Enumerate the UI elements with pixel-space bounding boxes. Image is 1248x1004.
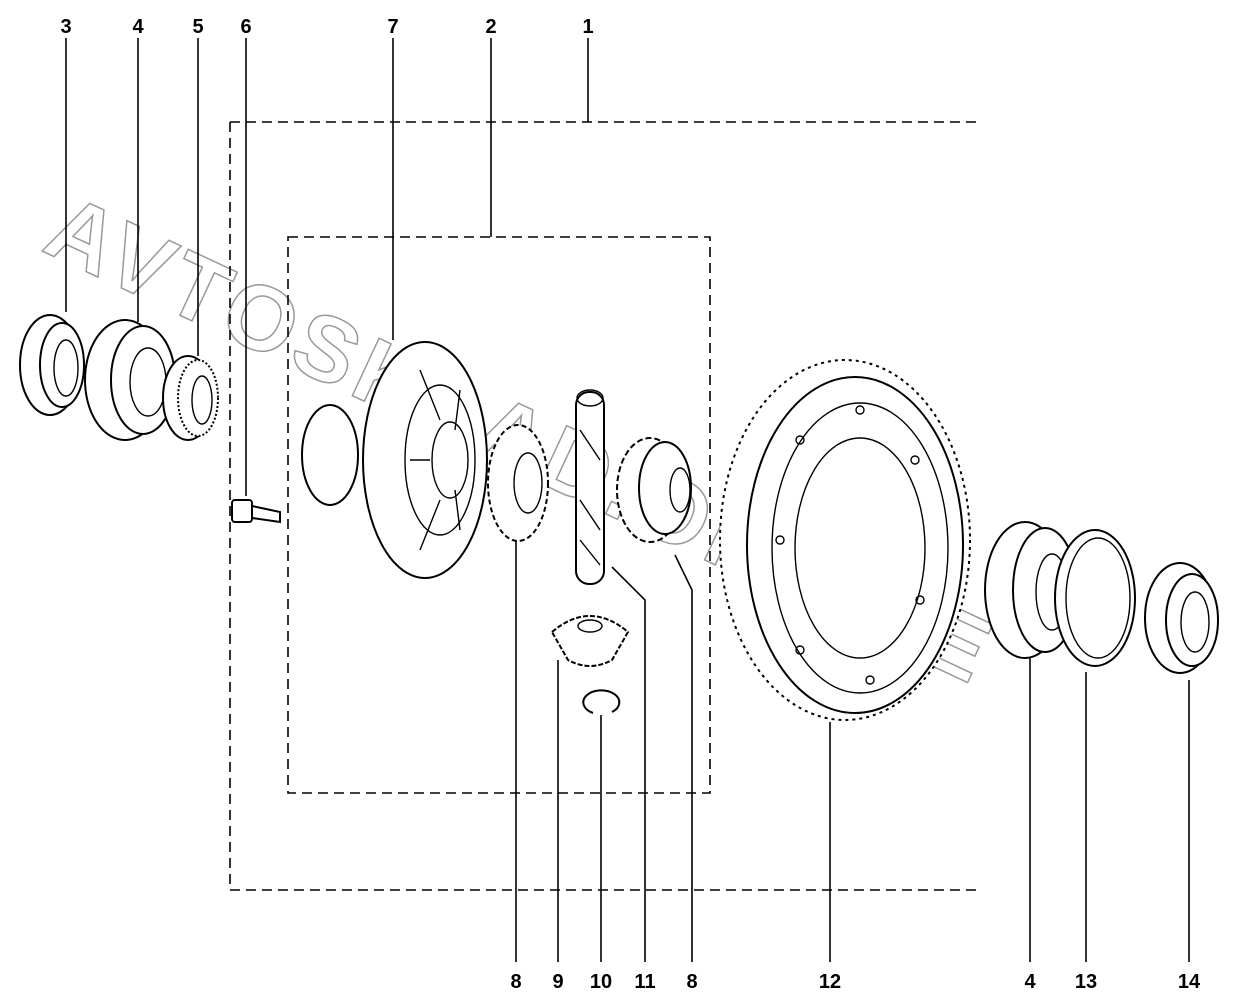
part-4-bearing-left (84, 319, 176, 441)
callout-2: 2 (485, 16, 496, 38)
part-13-shim (1054, 529, 1136, 667)
callout-11: 11 (634, 971, 655, 993)
callout-1: 1 (582, 16, 593, 38)
callout-3: 3 (60, 16, 71, 38)
part-12-final-drive-gear (719, 359, 971, 721)
leader-lines (65, 38, 1190, 962)
callout-4: 4 (132, 16, 144, 38)
callout-10: 10 (590, 971, 612, 993)
assembly-1-boundary (229, 121, 978, 891)
callout-13: 13 (1075, 971, 1097, 993)
part-8-side-gear-left (487, 424, 549, 542)
part-8-side-gear-right (616, 437, 692, 543)
callout-4b: 4 (1024, 971, 1036, 993)
part-14-oil-seal (1144, 562, 1219, 674)
callout-14: 14 (1178, 971, 1201, 993)
part-11-pinion-shaft (575, 389, 605, 585)
bottom-callouts: 8 9 10 11 8 12 4 13 14 (510, 971, 1201, 993)
callout-12: 12 (819, 971, 841, 993)
callout-9: 9 (552, 971, 563, 993)
callout-8b: 8 (686, 971, 697, 993)
part-7-differential-case (301, 341, 488, 579)
callout-8: 8 (510, 971, 521, 993)
callout-6: 6 (240, 16, 251, 38)
assembly-2-boundary (287, 236, 711, 794)
part-5-ring (162, 355, 219, 441)
part-3-oil-seal (19, 314, 85, 416)
callout-7: 7 (387, 16, 398, 38)
callout-5: 5 (192, 16, 203, 38)
part-6-bolt (231, 499, 281, 524)
top-callouts: 3 4 5 6 7 2 1 (60, 16, 593, 38)
part-9-pinion-gear (550, 615, 630, 667)
part-10-circlip (582, 689, 621, 714)
